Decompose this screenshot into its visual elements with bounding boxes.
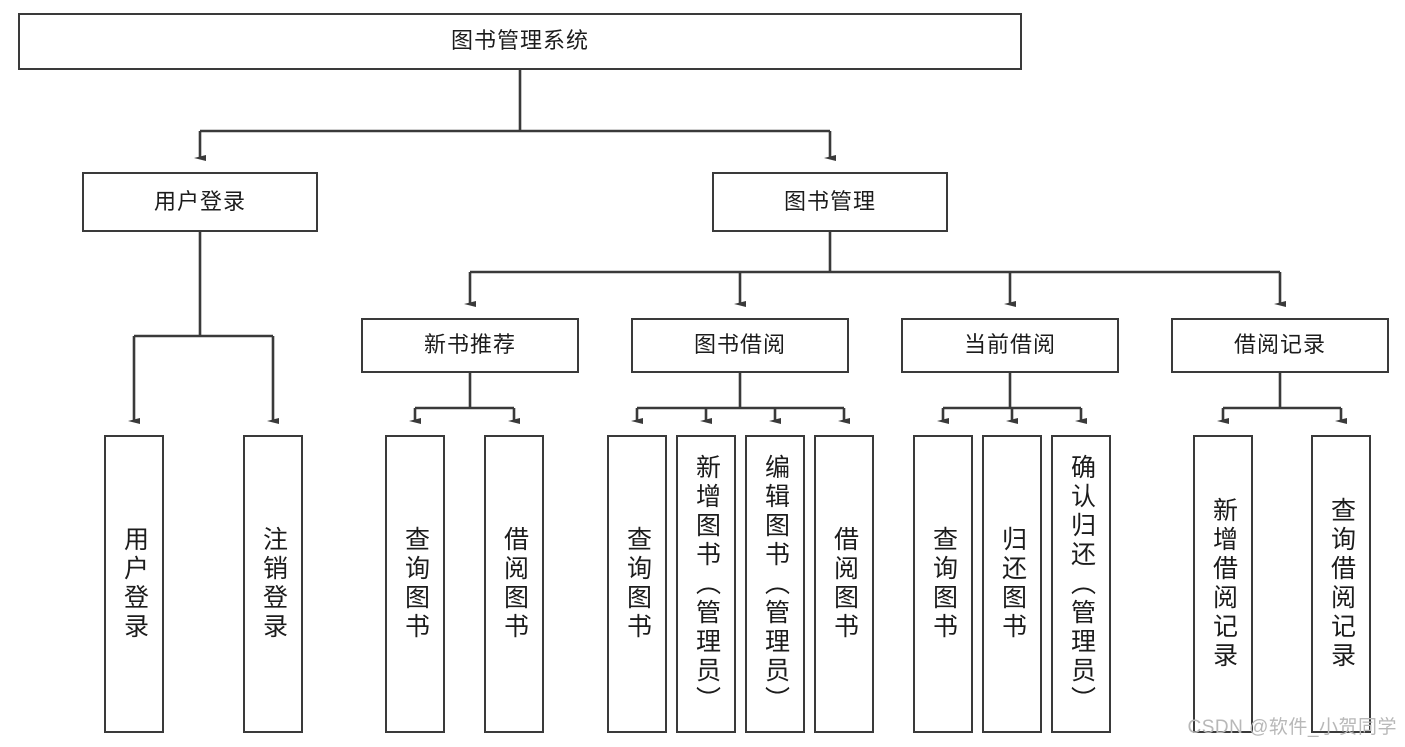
node-leaf-user-logout-label: 注销登录 (259, 526, 288, 642)
node-new-book-recommend[interactable]: 新书推荐 (361, 318, 579, 373)
node-leaf-add-borrow-record-label: 新增借阅记录 (1209, 497, 1238, 671)
node-leaf-query-borrow-record[interactable]: 查询借阅记录 (1311, 435, 1371, 733)
node-leaf-user-login[interactable]: 用户登录 (104, 435, 164, 733)
node-leaf-confirm-return-admin-label: 确认归还（管理员） (1067, 453, 1096, 715)
node-leaf-edit-book-admin-label: 编辑图书（管理员） (761, 453, 790, 715)
node-leaf-return-book[interactable]: 归还图书 (982, 435, 1042, 733)
node-leaf-return-book-label: 归还图书 (998, 526, 1027, 642)
node-leaf-user-login-label: 用户登录 (120, 526, 149, 642)
node-leaf-query-book-borrow[interactable]: 查询图书 (607, 435, 667, 733)
node-leaf-query-book-recommend-label: 查询图书 (401, 526, 430, 642)
node-book-borrow[interactable]: 图书借阅 (631, 318, 849, 373)
node-current-borrow-label: 当前借阅 (963, 332, 1056, 358)
node-root[interactable]: 图书管理系统 (18, 13, 1022, 70)
node-leaf-query-book-current[interactable]: 查询图书 (913, 435, 973, 733)
node-root-label: 图书管理系统 (450, 28, 589, 54)
node-borrow-record-label: 借阅记录 (1233, 332, 1326, 358)
node-leaf-query-borrow-record-label: 查询借阅记录 (1327, 497, 1356, 671)
node-current-borrow[interactable]: 当前借阅 (901, 318, 1119, 373)
node-leaf-query-book-borrow-label: 查询图书 (623, 526, 652, 642)
node-leaf-add-book-admin-label: 新增图书（管理员） (692, 453, 721, 715)
node-leaf-confirm-return-admin[interactable]: 确认归还（管理员） (1051, 435, 1111, 733)
node-leaf-borrow-book-recommend-label: 借阅图书 (500, 526, 529, 642)
node-book-borrow-label: 图书借阅 (693, 332, 786, 358)
node-book-management-label: 图书管理 (783, 188, 876, 214)
node-leaf-edit-book-admin[interactable]: 编辑图书（管理员） (745, 435, 805, 733)
node-leaf-user-logout[interactable]: 注销登录 (243, 435, 303, 733)
node-leaf-add-book-admin[interactable]: 新增图书（管理员） (676, 435, 736, 733)
node-new-book-recommend-label: 新书推荐 (423, 332, 516, 358)
node-leaf-borrow-book-recommend[interactable]: 借阅图书 (484, 435, 544, 733)
node-book-management[interactable]: 图书管理 (712, 172, 948, 232)
node-leaf-query-book-current-label: 查询图书 (929, 526, 958, 642)
node-leaf-borrow-book-label: 借阅图书 (830, 526, 859, 642)
node-leaf-query-book-recommend[interactable]: 查询图书 (385, 435, 445, 733)
node-leaf-borrow-book[interactable]: 借阅图书 (814, 435, 874, 733)
watermark: CSDN @软件_小贺同学 (1187, 717, 1397, 738)
node-borrow-record[interactable]: 借阅记录 (1171, 318, 1389, 373)
node-leaf-add-borrow-record[interactable]: 新增借阅记录 (1193, 435, 1253, 733)
node-user-login-label: 用户登录 (153, 188, 246, 214)
node-user-login[interactable]: 用户登录 (82, 172, 318, 232)
